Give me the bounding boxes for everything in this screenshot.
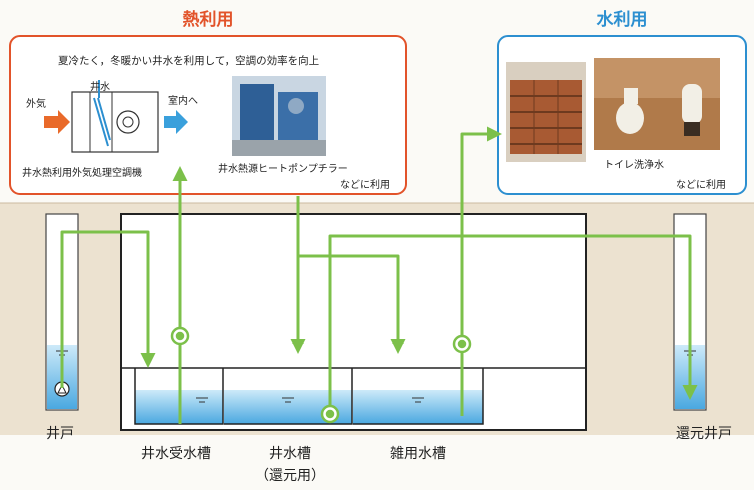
- ahu-label: 井水熱利用外気処理空調機: [22, 166, 142, 179]
- return-tank-sub-label: （還元用）: [255, 468, 325, 484]
- outside-air-arrow-icon: [44, 110, 70, 134]
- heat-pump-photo: [232, 76, 326, 156]
- heat-use-title: 熱利用: [183, 9, 234, 30]
- return-well-label: 還元井戸: [676, 426, 732, 442]
- water-use-etc-label: などに利用: [676, 179, 726, 191]
- supply-air-arrow-icon: [164, 110, 188, 134]
- water-tanks-photo: [506, 62, 586, 162]
- pumps: [170, 326, 472, 424]
- toilet-flush-label: トイレ洗浄水: [604, 158, 664, 171]
- receiving-tank-label: 井水受水槽: [141, 446, 211, 462]
- to-room-label: 室内へ: [168, 94, 198, 107]
- heat-use-panel: [9, 35, 407, 195]
- pipe-well-to-receiving: [60, 230, 156, 388]
- well-label: 井戸: [46, 426, 74, 442]
- heat-pump-label: 井水熱源ヒートポンプチラー: [218, 162, 348, 175]
- pipe-to-water-use: [460, 126, 502, 416]
- heat-use-caption: 夏冷たく，冬暖かい井水を利用して，空調の効率を向上: [58, 54, 319, 67]
- pipe-to-return-well: [328, 234, 698, 416]
- well-water-label: 井水: [90, 80, 110, 93]
- air-handling-unit-schematic: [44, 80, 188, 153]
- valve-icon: [392, 338, 404, 344]
- water-use-title: 水利用: [597, 9, 648, 30]
- return-tank-label: 井水槽: [269, 446, 311, 462]
- valve-icon: [292, 338, 304, 344]
- water-use-panel: [497, 35, 747, 195]
- fan-icon: [116, 110, 140, 134]
- toilet-photo: [594, 58, 720, 150]
- pipe-network: [60, 126, 698, 424]
- heat-use-etc-label: などに利用: [340, 179, 390, 191]
- valves: [292, 338, 404, 344]
- gray-water-tank-label: 雑用水槽: [390, 446, 446, 462]
- outside-air-label: 外気: [26, 97, 46, 110]
